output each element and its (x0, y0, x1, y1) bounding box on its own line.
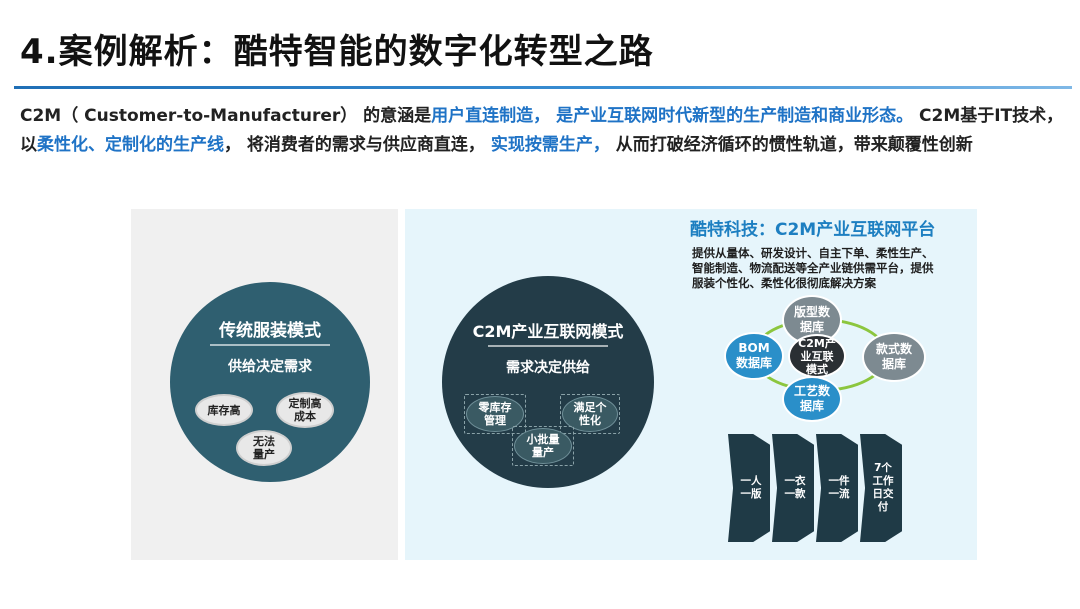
oval-no-mass-production: 无法量产 (236, 430, 292, 466)
intro-paragraph: C2M（ Customer-to-Manufacturer） 的意涵是用户直连制… (20, 102, 1065, 160)
step-label: 一人一版 (740, 475, 762, 500)
node-label: BOM数据库 (735, 341, 772, 370)
oval-small-batch: 小批量量产 (512, 426, 574, 466)
oval-label: 满足个性化 (573, 401, 607, 427)
step-one-garment-one-style: 一衣一款 (772, 434, 814, 542)
node-process-database: 工艺数据库 (782, 376, 842, 422)
node-c2m-center: C2M产业互联模式 (788, 334, 846, 378)
node-label: 款式数据库 (875, 342, 912, 371)
step-label: 一件一流 (828, 475, 850, 500)
node-style-database: 款式数据库 (862, 332, 926, 382)
step-one-piece-flow: 一件一流 (816, 434, 858, 542)
slide-title: 4.案例解析：酷特智能的数字化转型之路 (20, 32, 654, 72)
c2m-model-divider (488, 345, 608, 347)
step-label: 一衣一款 (784, 475, 806, 500)
oval-label: 定制高成本 (288, 397, 322, 423)
c2m-model-subtitle: 需求决定供给 (506, 360, 590, 376)
node-bom-database: BOM数据库 (724, 332, 784, 380)
intro-text-2: C2M基于IT技术， 以 (20, 106, 1064, 155)
oval-label: 无法量产 (253, 435, 275, 461)
intro-highlight-3: 实现按需生产， (490, 135, 610, 155)
selection-box (512, 426, 574, 466)
step-one-person-one-pattern: 一人一版 (728, 434, 770, 542)
node-label: 工艺数据库 (793, 384, 830, 413)
selection-box (464, 394, 526, 434)
oval-personalization: 满足个性化 (560, 394, 620, 434)
c2m-model-title: C2M产业互联网模式 (472, 322, 624, 341)
platform-title: 酷特科技：C2M产业互联网平台 (690, 220, 936, 240)
intro-highlight-1: 用户直连制造， 是产业互联网时代新型的生产制造和商业形态。 (431, 106, 914, 126)
title-underline (14, 86, 1072, 89)
traditional-model-title: 传统服装模式 (219, 321, 321, 341)
intro-text-1: C2M（ Customer-to-Manufacturer） 的意涵是 (20, 106, 432, 126)
selection-box (560, 394, 620, 434)
intro-text-3: ， 将消费者的需求与供应商直连， (224, 135, 491, 155)
node-label: C2M产业互联模式 (798, 336, 836, 376)
traditional-model-subtitle: 供给决定需求 (228, 359, 312, 375)
traditional-model-divider (210, 344, 330, 346)
intro-highlight-2: 柔性化、定制化的生产线 (37, 135, 224, 155)
oval-label: 小批量量产 (526, 433, 560, 459)
intro-text-4: 从而打破经济循环的惯性轨道，带来颠覆性创新 (609, 135, 973, 155)
node-label: 版型数据库 (793, 305, 830, 334)
oval-label: 零库存管理 (478, 401, 512, 427)
oval-high-custom-cost: 定制高成本 (276, 392, 334, 428)
platform-description: 提供从量体、研发设计、自主下单、柔性生产、智能制造、物流配送等全产业链供需平台，… (692, 246, 934, 290)
oval-label: 库存高 (207, 403, 241, 417)
oval-high-inventory: 库存高 (195, 394, 253, 426)
step-label: 7个工作日交付 (872, 462, 894, 513)
step-seven-day-delivery: 7个工作日交付 (860, 434, 902, 542)
